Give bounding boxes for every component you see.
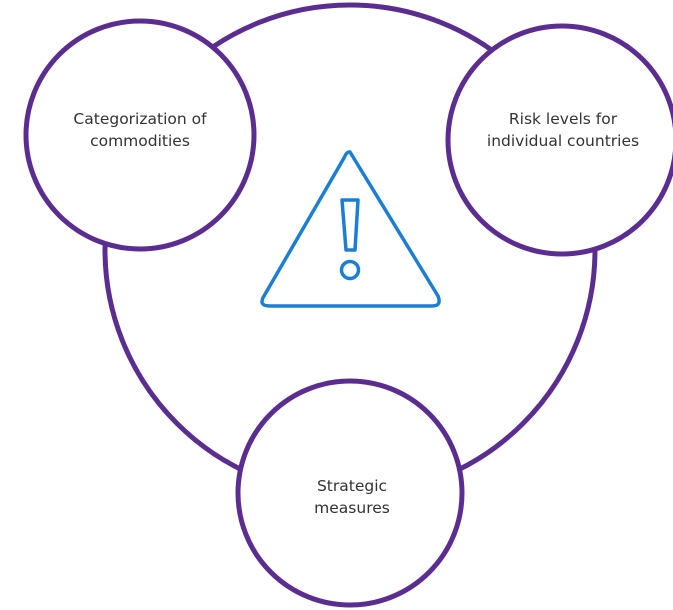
node-label-strategic-measures: Strategic measures — [314, 477, 390, 517]
node-circle-bottom — [235, 378, 465, 608]
node-label-risk-levels: Risk levels for individual countries — [486, 110, 640, 150]
node-label-categorization: Categorization of commodities — [73, 110, 207, 150]
node-circle-right — [445, 23, 673, 257]
warning-triangle-icon — [260, 150, 441, 308]
node-circle-left — [23, 18, 257, 252]
